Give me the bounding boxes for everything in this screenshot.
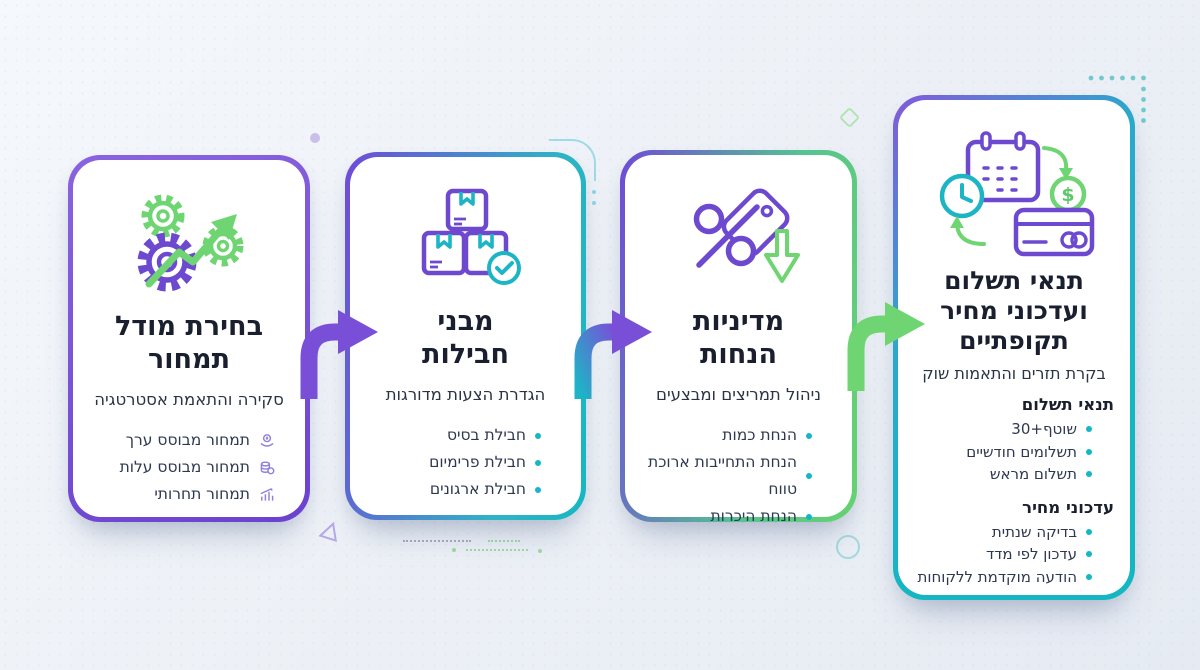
svg-text:$: $	[1061, 184, 1074, 206]
dash-dot-decoration	[538, 549, 542, 553]
calendar-payment-icon: $	[939, 131, 1095, 257]
bullet-dot	[535, 486, 541, 493]
list-item-label: הנחת התחייבות ארוכת טווח	[648, 453, 797, 498]
card-subtitle: הגדרת הצעות מדורגות	[385, 385, 546, 404]
flow-arrow-3-icon	[847, 302, 925, 391]
bullet-dot	[806, 473, 812, 479]
bullet-dot	[1086, 528, 1092, 535]
list-item: חבילת ארגונים	[366, 476, 541, 503]
dashed-line-decoration	[403, 540, 471, 542]
list-item: הודעה מוקדמת ללקוחות	[914, 566, 1092, 589]
flow-arrow-2-icon	[574, 310, 652, 399]
bullet-dot	[1086, 426, 1092, 433]
bullet-dot	[1086, 551, 1092, 558]
dashed-line-decoration	[488, 540, 520, 542]
list-item-label: תמחור מבוסס ערך	[125, 431, 250, 449]
list-item-label: הודעה מוקדמת ללקוחות	[917, 567, 1077, 586]
list-item-label: תמחור מבוסס עלות	[119, 458, 250, 476]
list-item: תמחור תחרותי	[89, 481, 275, 508]
card-bullet-list: תמחור מבוסס ערך תמחור מבוסס עלות	[89, 427, 289, 508]
list-item: עדכון לפי מדד	[914, 543, 1092, 566]
card-title: תנאי תשלום ועדכוני מחיר תקופתיים	[940, 266, 1088, 355]
list-item-label: הנחת היכרות	[710, 507, 797, 525]
list-item-label: חבילת ארגונים	[429, 480, 526, 498]
list-item-label: עדכון לפי מדד	[985, 545, 1077, 563]
list-item: חבילת פרימיום	[366, 449, 541, 476]
list-item: שוטף+30	[914, 418, 1092, 441]
green-diamond-decoration	[838, 106, 861, 129]
card-title: בחירת מודל תמחור	[114, 311, 264, 375]
dash-dot-decoration	[452, 548, 456, 552]
card-discount-policy: מדיניות הנחות ניהול תמריצים ומבצעים הנחת…	[620, 150, 857, 525]
bullet-dot	[535, 432, 541, 439]
list-item-label: תשלום מראש	[989, 465, 1077, 483]
card-subtitle: ניהול תמריצים ומבצעים	[656, 385, 821, 404]
teal-dotted-l-decoration	[1088, 75, 1146, 123]
list-item: בדיקה שנתית	[914, 521, 1092, 544]
list-item: הנחת כמות	[641, 422, 812, 449]
boxes-check-icon	[421, 188, 521, 285]
card-bullet-list: שוטף+30 תשלומים חודשיים תשלום מראש	[914, 418, 1114, 486]
bullet-dot	[1086, 471, 1092, 478]
list-item: הנחת התחייבות ארוכת טווח	[641, 449, 812, 503]
price-updates-section: עדכוני מחיר בדיקה שנתית עדכון לפי מדד הו…	[914, 498, 1114, 589]
bullet-dot	[535, 459, 541, 466]
list-item: תמחור מבוסס עלות	[89, 454, 275, 481]
card-bullet-list: הנחת כמות הנחת התחייבות ארוכת טווח הנחת …	[641, 422, 836, 530]
list-item-label: הנחת כמות	[722, 426, 797, 444]
list-item-label: חבילת בסיס	[446, 426, 526, 444]
bullet-dot	[1086, 448, 1092, 455]
card-package-structures: מבני חבילות הגדרת הצעות מדורגות חבילת בס…	[345, 152, 586, 520]
teal-circle-decoration	[836, 535, 860, 559]
list-item-label: בדיקה שנתית	[991, 522, 1077, 541]
bar-chart-icon	[259, 487, 275, 503]
list-item-label: תמחור תחרותי	[154, 485, 250, 503]
section-heading: עדכוני מחיר	[1022, 497, 1114, 517]
payment-terms-section: תנאי תשלום שוטף+30 תשלומים חודשיים תשלום…	[914, 395, 1114, 486]
gears-growth-icon	[137, 194, 244, 292]
echo-arc-decoration	[548, 139, 596, 181]
bullet-dot	[806, 432, 812, 439]
bullet-dot	[806, 513, 812, 520]
card-title: מבני חבילות	[422, 306, 510, 370]
list-item: תמחור מבוסס ערך	[89, 427, 275, 454]
percent-tag-icon	[693, 188, 800, 283]
purple-dot-decoration	[310, 133, 320, 143]
card-title: מדיניות הנחות	[692, 306, 785, 370]
list-item-label: חבילת פרימיום	[429, 453, 526, 471]
list-item-label: שוטף+30	[1011, 420, 1077, 438]
dashed-line-decoration	[466, 549, 528, 551]
hand-coin-icon	[259, 433, 275, 449]
card-bullet-list: בדיקה שנתית עדכון לפי מדד הודעה מוקדמת ל…	[914, 521, 1114, 589]
card-subtitle: בקרת תזרים והתאמות שוק	[922, 364, 1106, 383]
list-item: הנחת היכרות	[641, 503, 812, 530]
list-item: חבילת בסיס	[366, 422, 541, 449]
echo-dot-decoration	[592, 201, 596, 205]
section-heading: תנאי תשלום	[1021, 395, 1114, 414]
card-bullet-list: חבילת בסיס חבילת פרימיום חבילת ארגונים	[366, 422, 565, 503]
echo-dot-decoration	[592, 190, 596, 194]
card-pricing-model: בחירת מודל תמחור סקירה והתאמת אסטרטגיה ת…	[68, 155, 310, 522]
bullet-dot	[1086, 573, 1092, 580]
purple-triangle-decoration	[318, 521, 337, 542]
card-subtitle: סקירה והתאמת אסטרטגיה	[94, 390, 284, 409]
coins-icon	[259, 460, 275, 476]
flow-arrow-1-icon	[300, 310, 378, 399]
card-payment-terms: $ תנאי תשלום ועדכוני מחיר תקופתיים בקרת …	[893, 95, 1135, 600]
list-item-label: תשלומים חודשיים	[966, 442, 1077, 461]
list-item: תשלומים חודשיים	[914, 441, 1092, 464]
list-item: תשלום מראש	[914, 463, 1092, 486]
